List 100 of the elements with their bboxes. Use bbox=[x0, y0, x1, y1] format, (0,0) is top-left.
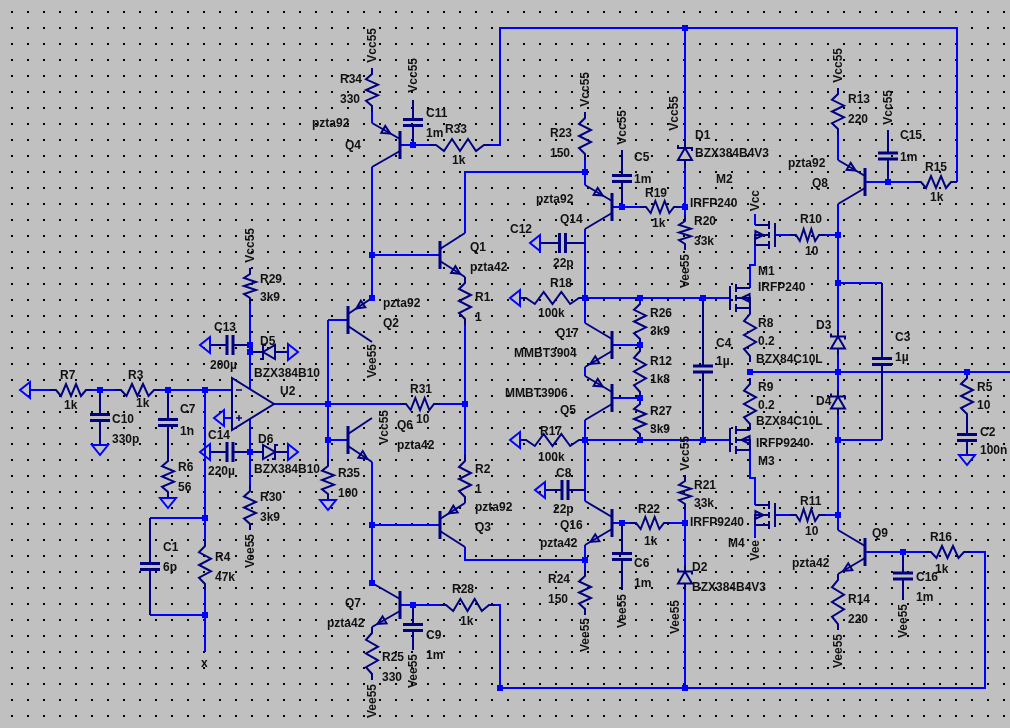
component-value: BZX384B10 bbox=[254, 462, 321, 476]
component-value: 330 bbox=[340, 92, 361, 106]
component-value: 220 bbox=[848, 112, 869, 126]
component-designator: C14 bbox=[208, 428, 230, 442]
component-designator: R5 bbox=[977, 380, 993, 394]
component-value: 1k bbox=[64, 398, 78, 412]
supply-rail-label: Vee55 bbox=[896, 604, 910, 639]
component-designator: R19 bbox=[645, 186, 667, 200]
component-designator: R34 bbox=[340, 72, 362, 86]
supply-rail-label: Vee55 bbox=[831, 634, 845, 669]
component-value: 150 bbox=[550, 146, 571, 160]
component-value: 22p bbox=[553, 502, 574, 516]
supply-rail-label: Vcc55 bbox=[678, 436, 692, 471]
component-value: 10 bbox=[977, 398, 991, 412]
component-value: 1k8 bbox=[650, 372, 671, 386]
component-designator: Q6 bbox=[397, 418, 413, 432]
component-value: 1µ bbox=[895, 350, 909, 364]
component-value: 1k bbox=[136, 396, 150, 410]
component-designator: D4 bbox=[816, 394, 832, 408]
component-value: 1m bbox=[426, 648, 444, 662]
component-designator: R14 bbox=[848, 592, 870, 606]
component-designator: R13 bbox=[848, 92, 870, 106]
component-designator: Q4 bbox=[345, 138, 361, 152]
supply-rail-label: Vcc55 bbox=[365, 28, 379, 63]
component-value: 100k bbox=[538, 450, 565, 464]
component-value: 1n bbox=[180, 424, 194, 438]
component-designator: R16 bbox=[930, 530, 952, 544]
component-designator: C12 bbox=[510, 222, 532, 236]
component-designator: R20 bbox=[694, 214, 716, 228]
component-value: 1k bbox=[460, 614, 474, 628]
component-designator: C15 bbox=[900, 128, 922, 142]
component-designator: Q17 bbox=[556, 326, 579, 340]
component-value: pzta92 bbox=[312, 116, 350, 130]
component-value: 330p bbox=[112, 432, 140, 446]
supply-rail-label: Vcc55 bbox=[406, 58, 420, 93]
component-designator: C8 bbox=[556, 466, 572, 480]
component-value: pzta92 bbox=[788, 156, 826, 170]
component-value: 0.2 bbox=[758, 398, 775, 412]
component-value: 10 bbox=[805, 244, 819, 258]
component-value: BZX84C10L bbox=[756, 352, 823, 366]
component-value: 1m bbox=[426, 126, 444, 140]
component-value: 3k9 bbox=[260, 510, 281, 524]
component-value: pzta92 bbox=[536, 192, 574, 206]
component-designator: R24 bbox=[548, 572, 570, 586]
component-value: BZX384B4V3 bbox=[695, 146, 770, 160]
component-designator: R27 bbox=[650, 404, 672, 418]
component-value: BZX384B10 bbox=[254, 366, 321, 380]
component-designator: Q9 bbox=[872, 526, 888, 540]
component-designator: C3 bbox=[895, 330, 911, 344]
component-value: 47k bbox=[215, 570, 236, 584]
component-designator: C13 bbox=[214, 320, 236, 334]
supply-rail-label: Vee55 bbox=[668, 600, 682, 635]
component-value: BZX384B4V3 bbox=[692, 580, 767, 594]
component-value: pzta42 bbox=[397, 438, 435, 452]
component-value: 0.2 bbox=[758, 334, 775, 348]
component-value: pzta42 bbox=[540, 536, 578, 550]
component-value: 1k bbox=[452, 153, 466, 167]
supply-rail-label: Vee55 bbox=[678, 254, 692, 289]
component-designator: C5 bbox=[634, 150, 650, 164]
component-value: BZX84C10L bbox=[756, 414, 823, 428]
supply-rail-label: Vcc55 bbox=[667, 96, 681, 131]
supply-rail-label: Vee55 bbox=[243, 534, 257, 569]
component-designator: U2 bbox=[280, 384, 296, 398]
component-designator: C6 bbox=[634, 556, 650, 570]
component-value: 1k bbox=[644, 534, 658, 548]
component-designator: R29 bbox=[260, 272, 282, 286]
supply-rail-label: Vee55 bbox=[578, 618, 592, 653]
component-value: 220 bbox=[848, 612, 869, 626]
component-designator: M3 bbox=[758, 454, 775, 468]
component-value: 1 bbox=[475, 482, 482, 496]
component-value: IRFP240 bbox=[758, 280, 806, 294]
supply-rail-label: Vcc bbox=[748, 190, 762, 212]
component-designator: R28 bbox=[452, 582, 474, 596]
component-value: pzta42 bbox=[792, 556, 830, 570]
component-designator: R3 bbox=[128, 368, 144, 382]
component-value: 1µ bbox=[716, 354, 730, 368]
component-designator: R9 bbox=[758, 380, 774, 394]
supply-rail-label: Vee55 bbox=[406, 654, 420, 689]
component-designator: C10 bbox=[112, 412, 134, 426]
component-designator: R2 bbox=[475, 462, 491, 476]
component-value: pzta92 bbox=[475, 500, 513, 514]
component-designator: R30 bbox=[260, 490, 282, 504]
component-designator: Q8 bbox=[812, 176, 828, 190]
component-designator: Q2 bbox=[383, 316, 399, 330]
component-designator: Q3 bbox=[475, 520, 491, 534]
component-designator: Q14 bbox=[560, 212, 583, 226]
component-value: 10 bbox=[805, 524, 819, 538]
component-value: 100n bbox=[980, 443, 1008, 457]
component-value: 1 bbox=[475, 310, 482, 324]
component-value: 100 bbox=[338, 486, 359, 500]
component-value: IRFP9240 bbox=[756, 436, 811, 450]
component-designator: R35 bbox=[338, 466, 360, 480]
component-designator: D1 bbox=[695, 128, 711, 142]
component-value: 3k9 bbox=[650, 324, 671, 338]
component-designator: R10 bbox=[800, 212, 822, 226]
component-value: 150 bbox=[548, 592, 569, 606]
component-value: 10 bbox=[416, 412, 430, 426]
component-value: 33k bbox=[694, 496, 715, 510]
component-designator: C2 bbox=[980, 425, 996, 439]
component-value: 200µ bbox=[210, 358, 237, 372]
